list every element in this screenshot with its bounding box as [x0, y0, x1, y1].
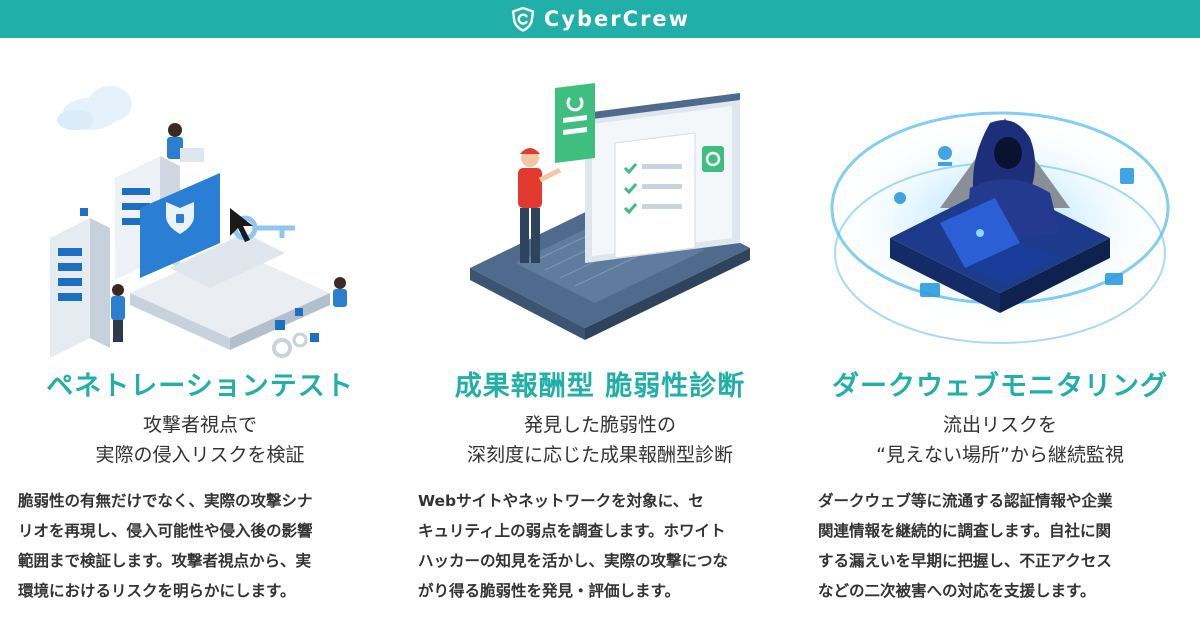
description-line: Webサイトやネットワークを対象に、セ — [418, 492, 704, 510]
service-subtitle-line: 流出リスクを — [942, 414, 1057, 436]
description-line: がり得る脆弱性を発見・評価します。 — [418, 582, 680, 600]
description-line: 脆弱性の有無だけでなく、実際の攻撃シナ — [18, 492, 313, 510]
cybercrew-shield-icon — [511, 6, 535, 32]
service-card-vulnerability: 成果報酬型 脆弱性診断 発見した脆弱性の 深刻度に応じた成果報酬型診断 Webサ… — [400, 38, 800, 630]
service-title: ペネトレーションテスト — [46, 371, 354, 402]
description-line: などの二次被害への対応を支援します。 — [818, 582, 1096, 600]
laptop-checklist-inspector-illustration — [470, 83, 750, 340]
brand-name: CyberCrew — [543, 7, 691, 31]
service-subtitle-line: 深刻度に応じた成果報酬型診断 — [466, 444, 733, 466]
service-subtitle: 発見した脆弱性の 深刻度に応じた成果報酬型診断 — [400, 410, 800, 470]
service-subtitle: 流出リスクを “見えない場所”から継続監視 — [800, 410, 1200, 470]
description-line: する漏えいを早期に把握し、不正アクセス — [818, 552, 1112, 570]
brand-logo-link[interactable]: CyberCrew — [510, 6, 690, 32]
description-line: ハッカーの知見を活かし、実際の攻撃につな — [418, 552, 729, 570]
service-subtitle-line: “見えない場所”から継続監視 — [876, 444, 1124, 466]
service-description: Webサイトやネットワークを対象に、セ キュリティ上の弱点を調査します。ホワイト… — [418, 486, 786, 606]
service-subtitle-line: 攻撃者視点で — [142, 414, 257, 436]
description-line: 範囲まで検証します。攻撃者視点から、実 — [18, 552, 311, 570]
service-title: 成果報酬型 脆弱性診断 — [454, 371, 746, 402]
server-security-isometric-illustration — [50, 86, 347, 358]
header-bar: CyberCrew — [0, 0, 1200, 38]
service-title: ダークウェブモニタリング — [832, 371, 1168, 402]
hooded-hacker-dark-web-illustration — [830, 111, 1170, 344]
service-description: ダークウェブ等に流通する認証情報や企業 関連情報を継続的に調査します。自社に関 … — [818, 486, 1186, 606]
description-line: 環境におけるリスクを明らかにします。 — [18, 582, 296, 600]
service-description: 脆弱性の有無だけでなく、実際の攻撃シナ リオを再現し、侵入可能性や侵入後の影響 … — [18, 486, 386, 606]
description-line: 関連情報を継続的に調査します。自社に関 — [818, 522, 1111, 540]
service-card-pentest: ペネトレーションテスト 攻撃者視点で 実際の侵入リスクを検証 脆弱性の有無だけで… — [0, 38, 400, 630]
description-line: キュリティ上の弱点を調査します。ホワイト — [418, 522, 726, 540]
service-card-darkweb: ダークウェブモニタリング 流出リスクを “見えない場所”から継続監視 ダークウェ… — [800, 38, 1200, 630]
service-subtitle: 攻撃者視点で 実際の侵入リスクを検証 — [0, 410, 400, 470]
description-line: ダークウェブ等に流通する認証情報や企業 — [818, 492, 1113, 510]
service-subtitle-line: 発見した脆弱性の — [523, 414, 676, 436]
description-line: リオを再現し、侵入可能性や侵入後の影響 — [18, 522, 313, 540]
service-subtitle-line: 実際の侵入リスクを検証 — [95, 444, 305, 466]
